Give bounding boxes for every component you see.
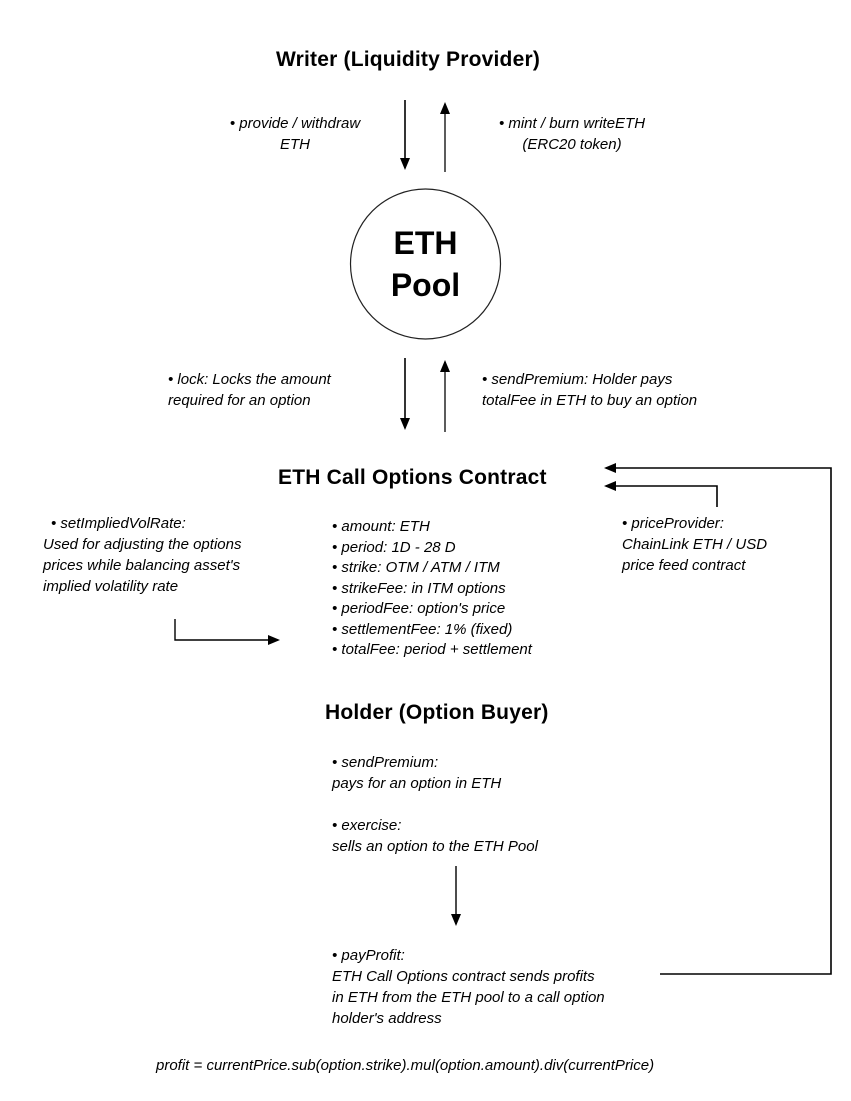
set-implied-vol-rate-arrow bbox=[174, 619, 280, 645]
holder-title: Holder (Option Buyer) bbox=[325, 701, 549, 724]
contract-title: ETH Call Options Contract bbox=[278, 466, 547, 489]
lock-label: • lock: Locks the amount required for an… bbox=[168, 371, 331, 409]
list-item: • periodFee: option's price bbox=[332, 600, 506, 617]
price-provider-note: • priceProvider: ChainLink ETH / USD pri… bbox=[622, 515, 768, 574]
price-provider-arrow bbox=[604, 481, 718, 507]
pay-profit-note: • payProfit: ETH Call Options contract s… bbox=[332, 947, 605, 1027]
list-item: • period: 1D - 28 D bbox=[332, 538, 456, 556]
send-premium-edge-label: • sendPremium: Holder pays totalFee in E… bbox=[482, 371, 698, 409]
list-item: • strikeFee: in ITM options bbox=[332, 579, 506, 597]
eth-pool-circle bbox=[349, 188, 502, 340]
pay-profit-feedback-arrow bbox=[604, 463, 832, 975]
holder-exercise-note: • exercise: sells an option to the ETH P… bbox=[332, 817, 538, 855]
list-item: • strike: OTM / ATM / ITM bbox=[332, 559, 500, 576]
eth-pool-label: ETH Pool bbox=[390, 225, 461, 303]
provide-withdraw-label: • provide / withdraw ETH bbox=[229, 115, 361, 153]
writer-title: Writer (Liquidity Provider) bbox=[276, 48, 541, 71]
mint-burn-label: • mint / burn writeETH (ERC20 token) bbox=[498, 115, 646, 153]
list-item: • totalFee: period + settlement bbox=[332, 641, 532, 658]
list-item: • settlementFee: 1% (fixed) bbox=[332, 620, 513, 638]
profit-formula: profit = currentPrice.sub(option.strike)… bbox=[156, 1057, 655, 1074]
set-implied-vol-rate-note: • setImpliedVolRate: Used for adjusting … bbox=[43, 515, 242, 595]
list-item: • amount: ETH bbox=[332, 518, 430, 535]
contract-parameter-list: • amount: ETH • period: 1D - 28 D • strike… bbox=[332, 517, 532, 661]
holder-send-premium-note: • sendPremium: pays for an option in ETH bbox=[332, 754, 502, 792]
